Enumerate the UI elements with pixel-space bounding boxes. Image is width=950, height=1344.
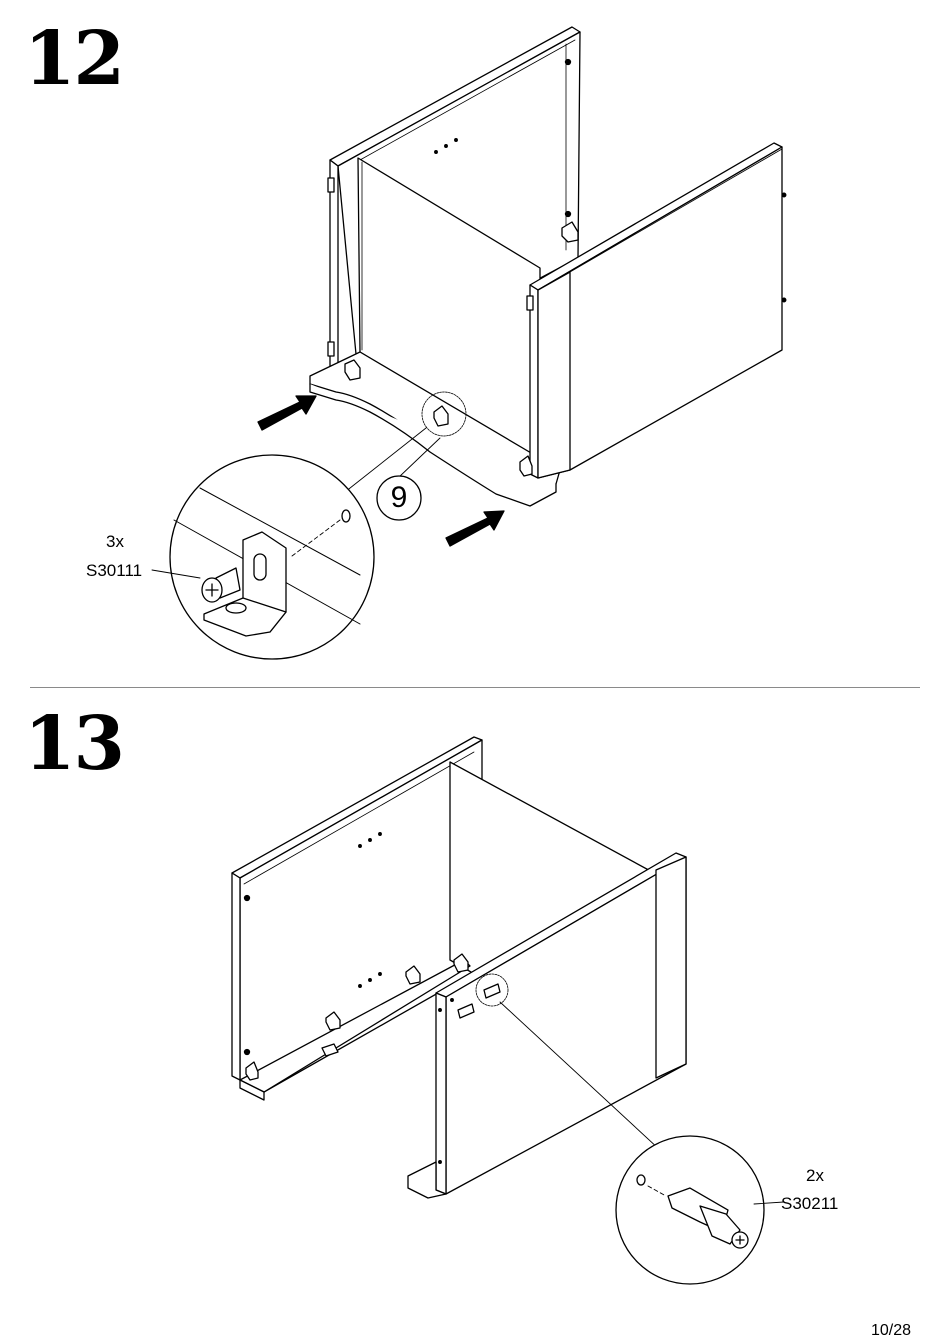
step-13-quantity: 2x	[806, 1167, 824, 1184]
page-number: 10/28	[871, 1322, 911, 1340]
step-13-detail-view	[616, 1136, 764, 1284]
step-12-illustration	[152, 27, 786, 659]
step-12-detail-view	[170, 455, 374, 659]
step-13-part-code: S30211	[781, 1195, 838, 1212]
step-13-illustration	[232, 737, 784, 1284]
panel-reference-number: 9	[376, 475, 422, 521]
step-12-quantity: 3x	[106, 533, 124, 550]
step-12-part-code: S30111	[86, 562, 142, 579]
